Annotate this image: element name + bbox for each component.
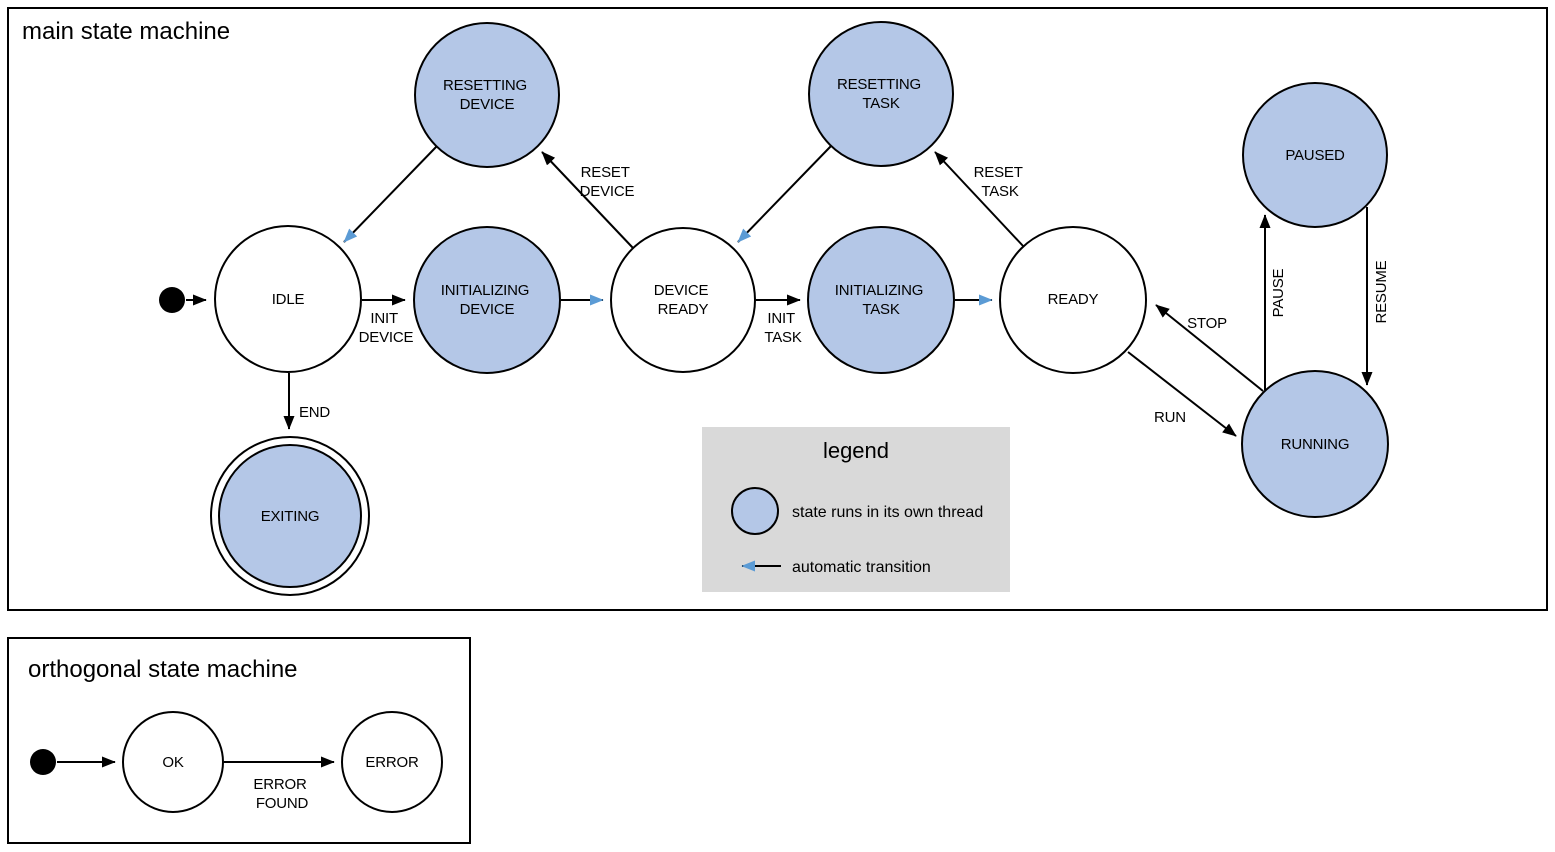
state-ok-circle	[122, 711, 224, 813]
transition-stop	[1155, 304, 1264, 392]
legend-panel: legend state runs in its own thread auto…	[702, 427, 1010, 592]
transition-auto-resetting-device-idle	[343, 145, 438, 243]
state-idle: IDLE	[214, 225, 362, 373]
transition-auto-resetting-task-device-ready	[737, 145, 832, 243]
state-resetting-task-circle	[808, 21, 954, 167]
state-initializing-task: INITIALIZING TASK	[807, 226, 955, 374]
transition-run	[1127, 351, 1237, 437]
state-initializing-device-label: INITIALIZING DEVICE	[441, 282, 533, 318]
state-exiting-inner-circle	[218, 444, 362, 588]
transition-error-found-label: ERROR FOUND	[253, 776, 310, 812]
transition-pause-label: PAUSE	[1270, 268, 1287, 317]
state-resetting-task-label: RESETTING TASK	[837, 76, 925, 112]
orthogonal-machine: orthogonal state machine OK ERROR FOUND …	[7, 637, 471, 844]
state-paused-label: PAUSED	[1285, 147, 1345, 164]
state-paused: PAUSED	[1242, 82, 1388, 228]
transition-init-task-label: INIT TASK	[764, 310, 801, 346]
state-error-circle	[341, 711, 443, 813]
state-device-ready-circle	[610, 227, 756, 373]
transition-reset-task-label: RESET TASK	[974, 164, 1027, 200]
transition-end-label: END	[299, 404, 330, 421]
orthogonal-title: orthogonal state machine	[28, 656, 298, 683]
state-exiting: EXITING	[210, 436, 370, 596]
state-device-ready-label: DEVICE READY	[654, 282, 713, 318]
state-device-ready: DEVICE READY	[610, 227, 756, 373]
legend-auto-label: automatic transition	[792, 559, 931, 576]
transition-stop-label: STOP	[1187, 315, 1227, 332]
transition-reset-task	[934, 151, 1025, 248]
state-resetting-device: RESETTING DEVICE	[414, 22, 560, 168]
main-transitions: INIT DEVICE RESET DEVICE INIT TASK RESET…	[283, 145, 1390, 437]
main-states: IDLE INITIALIZING DEVICE DEVICE READY IN…	[210, 21, 1389, 596]
state-running-label: RUNNING	[1281, 436, 1350, 453]
state-resetting-device-label: RESETTING DEVICE	[443, 77, 531, 113]
state-idle-label: IDLE	[272, 291, 305, 308]
state-paused-circle	[1242, 82, 1388, 228]
orthogonal-initial-dot	[30, 749, 56, 775]
legend-thread-label: state runs in its own thread	[792, 504, 983, 521]
state-initializing-task-circle	[807, 226, 955, 374]
state-ok: OK	[122, 711, 224, 813]
state-exiting-label: EXITING	[261, 508, 320, 525]
state-ready-label: READY	[1048, 291, 1099, 308]
state-initializing-task-label: INITIALIZING TASK	[835, 282, 927, 318]
state-ok-label: OK	[162, 754, 183, 771]
transition-reset-device	[541, 151, 634, 249]
main-title: main state machine	[22, 18, 230, 45]
transition-resume-label: RESUME	[1373, 260, 1390, 323]
state-running-circle	[1241, 370, 1389, 518]
state-resetting-device-circle	[414, 22, 560, 168]
transition-run-label: RUN	[1154, 409, 1186, 426]
state-ready: READY	[999, 226, 1147, 374]
transition-init-device-label: INIT DEVICE	[359, 310, 414, 346]
state-initializing-device: INITIALIZING DEVICE	[413, 226, 561, 374]
state-resetting-task: RESETTING TASK	[808, 21, 954, 167]
state-error: ERROR	[341, 711, 443, 813]
legend-thread-state-icon	[731, 487, 779, 535]
state-idle-circle	[214, 225, 362, 373]
main-initial-dot	[159, 287, 185, 313]
transition-reset-device-label: RESET DEVICE	[580, 164, 635, 200]
state-error-label: ERROR	[365, 754, 419, 771]
state-ready-circle	[999, 226, 1147, 374]
legend-title: legend	[823, 438, 889, 463]
state-running: RUNNING	[1241, 370, 1389, 518]
state-initializing-device-circle	[413, 226, 561, 374]
